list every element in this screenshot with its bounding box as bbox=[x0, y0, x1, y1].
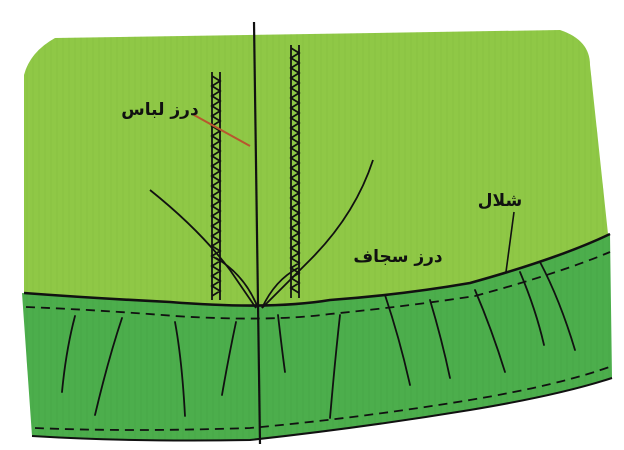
ruffle-label: شلال bbox=[478, 191, 522, 211]
garment-fabric bbox=[24, 30, 608, 306]
garment-seam-label: درز لباس bbox=[121, 100, 199, 120]
cuff-seam-label: درز سجاف bbox=[353, 247, 443, 267]
